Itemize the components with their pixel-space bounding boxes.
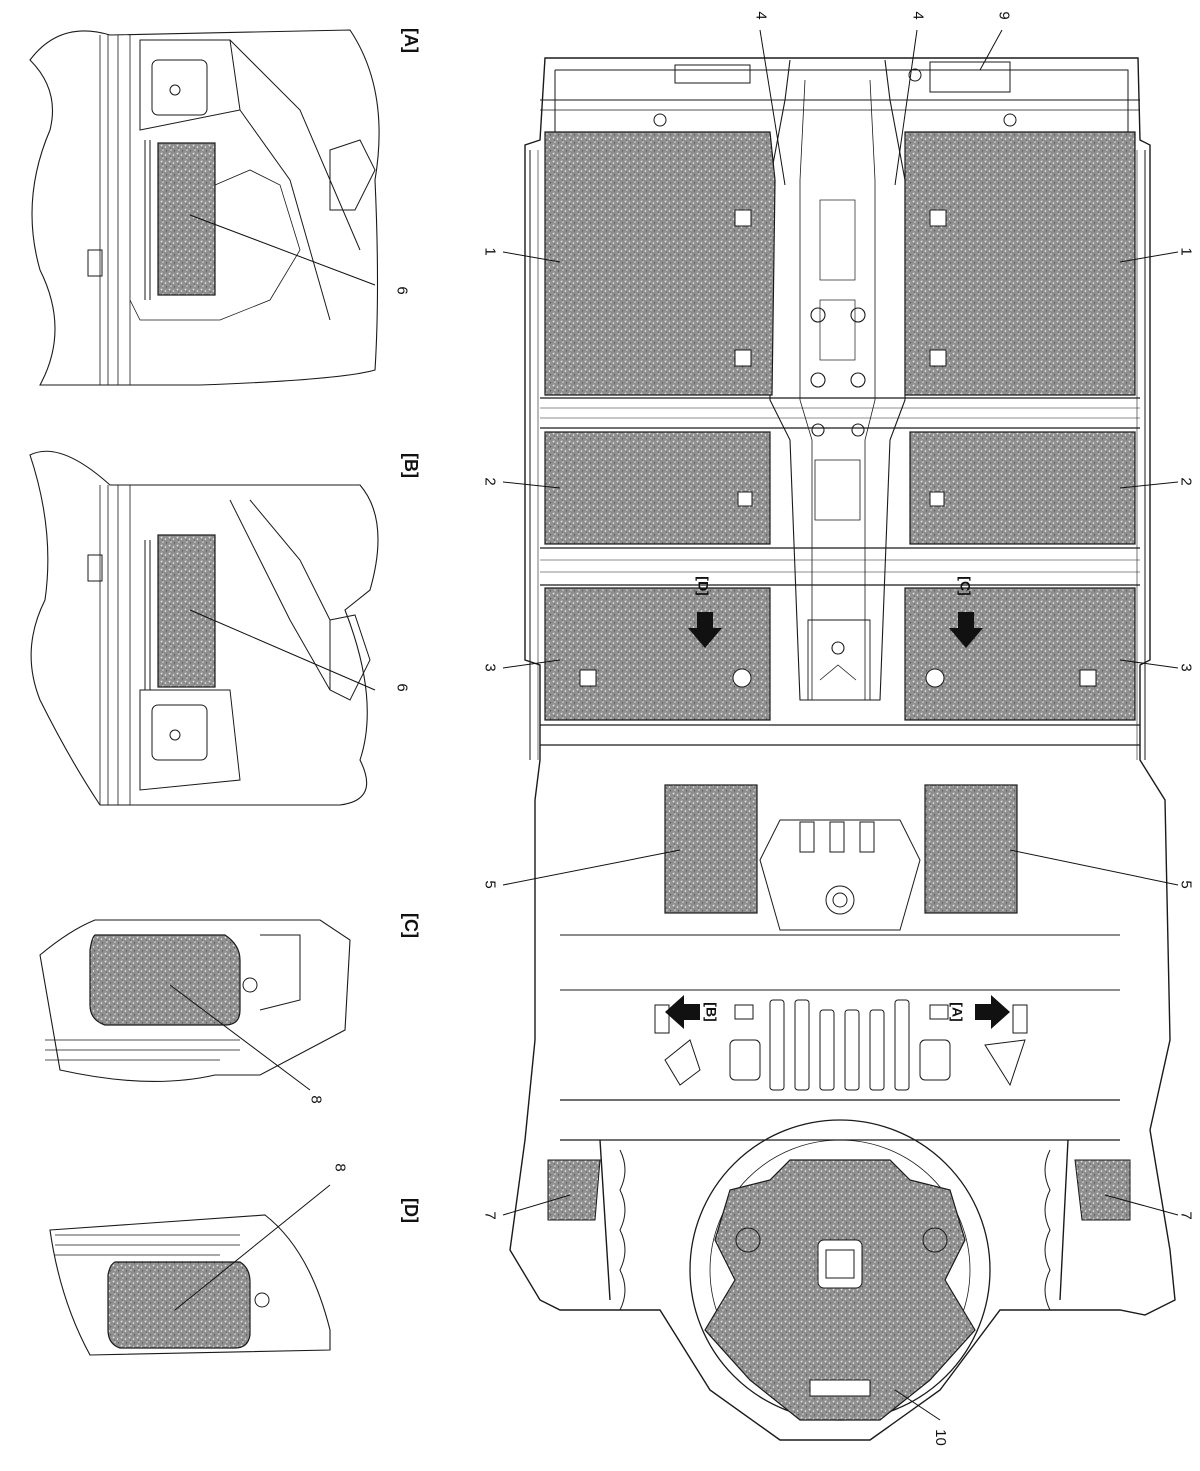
main-floor-outline [509, 57, 1176, 1441]
arrow-c [949, 612, 983, 648]
insulation-pad-1-left [544, 131, 776, 396]
rear-seat-floor-pads [544, 587, 1136, 721]
callout-10: 10 [931, 1429, 949, 1446]
insulation-pad-2-right [909, 431, 1136, 545]
insulation-pad-8-d [107, 1261, 251, 1349]
view-arrows [665, 612, 1010, 1029]
view-label-a: [A] [401, 28, 421, 53]
arrow-ref-c: [C] [957, 576, 974, 596]
insulation-pad-8-c [89, 934, 241, 1026]
insulation-pad-10 [704, 1159, 976, 1421]
rear-floor-pads-5 [664, 784, 1018, 914]
front-floor-pads [544, 131, 1136, 396]
detail-view-d [49, 1184, 331, 1356]
callout-1-right: 1 [1177, 247, 1195, 256]
arrow-b [665, 995, 700, 1029]
view-label-b: [B] [401, 453, 421, 478]
insulation-pad-2-left [544, 431, 771, 545]
arrow-ref-d: [D] [695, 576, 712, 596]
arrow-a [975, 995, 1010, 1029]
detail-view-b [29, 450, 379, 806]
callout-4-left: 4 [752, 11, 770, 20]
callout-8-d: 8 [331, 1163, 349, 1172]
detail-view-c [39, 919, 351, 1091]
insulation-pad-5-left [664, 784, 758, 914]
spare-wheel-well [689, 1119, 991, 1421]
insulation-pad-5-right [924, 784, 1018, 914]
insulation-pad-3-right [904, 587, 1136, 721]
callout-1-left: 1 [481, 247, 499, 256]
callout-2-left: 2 [481, 477, 499, 486]
leader-lines [502, 29, 1179, 1421]
callout-5-left: 5 [481, 880, 499, 889]
callout-9: 9 [995, 11, 1013, 20]
insulation-pad-1-right [904, 131, 1136, 396]
callout-6-b: 6 [393, 683, 411, 692]
callout-7-right: 7 [1177, 1211, 1195, 1220]
callout-8-c: 8 [307, 1095, 325, 1104]
rear-floor-structure [654, 819, 1028, 1091]
arrow-ref-b: [B] [703, 1002, 720, 1022]
view-label-c: [C] [401, 913, 421, 938]
callout-5-right: 5 [1177, 880, 1195, 889]
insulation-pad-6-b [157, 534, 216, 688]
insulation-pad-3-left [544, 587, 771, 721]
arrow-d [688, 612, 722, 648]
callout-3-left: 3 [481, 663, 499, 672]
callout-4-right: 4 [909, 11, 927, 20]
center-tunnel [769, 59, 906, 701]
detail-view-a [29, 29, 380, 386]
middle-floor-pads [544, 431, 1136, 545]
callout-7-left: 7 [481, 1211, 499, 1220]
arrow-ref-a: [A] [949, 1002, 966, 1022]
insulation-pad-6-a [157, 142, 216, 296]
side-pads-7 [547, 1139, 1131, 1311]
insulation-pad-7-right [1074, 1159, 1131, 1221]
view-label-d: [D] [401, 1198, 421, 1223]
callout-2-right: 2 [1177, 477, 1195, 486]
callout-6-a: 6 [393, 286, 411, 295]
callout-3-right: 3 [1177, 663, 1195, 672]
insulation-pad-7-left [547, 1159, 601, 1221]
